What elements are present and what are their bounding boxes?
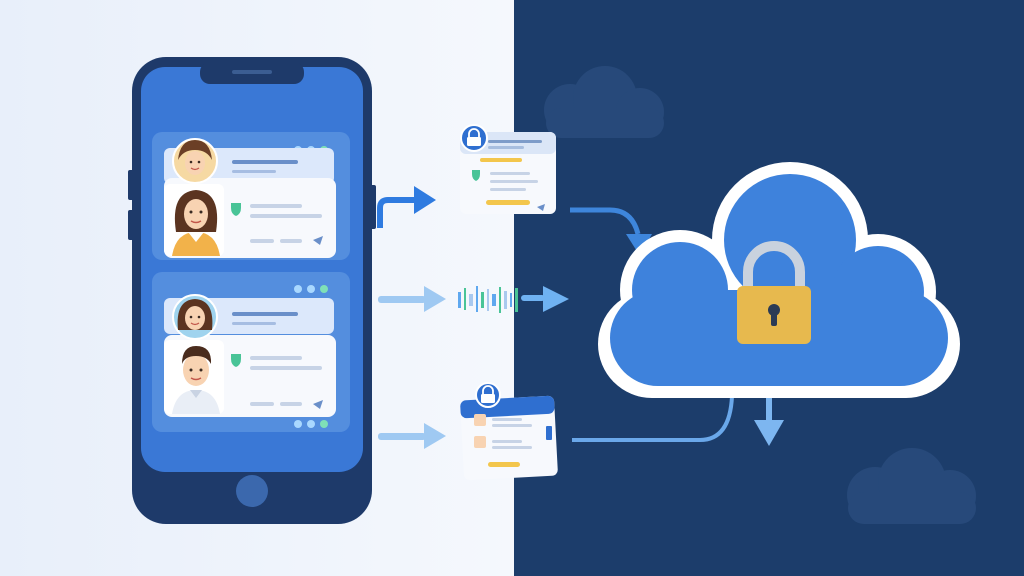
shield-icon: [472, 170, 480, 181]
bg-cloud-top: [544, 66, 664, 138]
send-icon: [537, 204, 545, 211]
arrow-icon: [378, 286, 446, 312]
encrypted-data-stream: [458, 286, 569, 313]
phone-home-button: [236, 475, 268, 507]
arrow-icon: [543, 286, 569, 312]
bg-cloud-bottom: [847, 448, 976, 524]
encrypted-contact-card-top: [460, 132, 556, 214]
avatar-icon: [164, 184, 224, 256]
avatar-icon: [172, 294, 218, 340]
arrow-icon: [570, 207, 652, 256]
avatar-icon: [172, 138, 218, 184]
padlock-icon: [460, 124, 488, 152]
padlock-icon: [475, 382, 501, 408]
encrypted-contact-card-bottom: [460, 395, 558, 481]
arrow-icon: [572, 395, 734, 442]
shield-icon: [231, 203, 241, 216]
padlock-icon: [737, 241, 811, 344]
send-icon: [313, 400, 323, 409]
send-icon: [313, 236, 323, 245]
arrow-icon: [378, 423, 446, 449]
cloud-icon: [598, 162, 960, 398]
avatar-icon: [164, 340, 224, 414]
shield-icon: [231, 354, 241, 367]
phone-speaker: [232, 70, 272, 74]
arrow-icon: [377, 186, 436, 228]
arrow-icon: [754, 392, 784, 446]
